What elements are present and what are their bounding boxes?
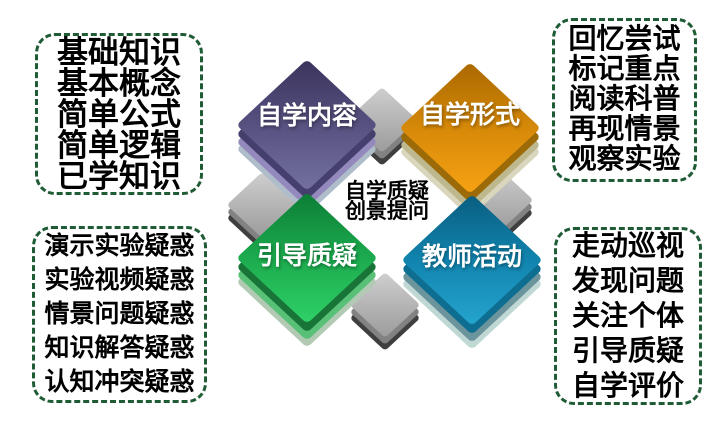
center-caption-line2: 创景提问 <box>345 200 429 223</box>
panel-line: 实验视频疑惑 <box>44 266 195 294</box>
panel-line: 认知冲突疑惑 <box>44 368 195 396</box>
panel-top-left: 基础知识 基本概念 简单公式 简单逻辑 已学知识 <box>35 33 203 195</box>
panel-line: 发现问题 <box>571 265 684 297</box>
panel-line: 基本概念 <box>57 65 181 101</box>
panel-line: 已学知识 <box>57 158 181 194</box>
panel-line: 再现情景 <box>568 114 681 145</box>
panel-line: 关注个体 <box>571 300 684 332</box>
block-label: 自学内容 <box>256 102 357 130</box>
block-label: 教师活动 <box>421 243 522 271</box>
panel-line: 标记重点 <box>568 54 681 85</box>
panel-line: 知识解答疑惑 <box>44 334 195 362</box>
panel-bottom-left: 演示实验疑惑 实验视频疑惑 情景问题疑惑 知识解答疑惑 认知冲突疑惑 <box>32 226 207 403</box>
block-label: 自学形式 <box>419 101 520 129</box>
block-self-study-content: 自学内容 <box>227 45 387 245</box>
block-teacher-activity: 教师活动 <box>392 180 552 380</box>
center-caption-line1: 自学质疑 <box>345 180 429 203</box>
block-label: 引导质疑 <box>256 242 357 270</box>
panel-line: 自学评价 <box>571 370 684 402</box>
panel-bottom-right: 走动巡视 发现问题 关注个体 引导质疑 自学评价 <box>554 227 702 405</box>
panel-line: 简单逻辑 <box>57 127 181 163</box>
block-guided-questioning: 引导质疑 <box>227 178 387 378</box>
panel-line: 引导质疑 <box>571 335 684 367</box>
panel-line: 演示实验疑惑 <box>44 232 195 260</box>
panel-line: 回忆尝试 <box>568 24 681 55</box>
panel-line: 阅读科普 <box>568 84 681 115</box>
panel-line: 简单公式 <box>57 96 181 132</box>
block-self-study-form: 自学形式 <box>390 48 550 248</box>
panel-line: 情景问题疑惑 <box>44 300 195 328</box>
panel-line: 基础知识 <box>57 34 181 70</box>
panel-line: 走动巡视 <box>571 230 684 262</box>
panel-line: 观察实验 <box>568 144 681 175</box>
panel-top-right: 回忆尝试 标记重点 阅读科普 再现情景 观察实验 <box>552 18 697 182</box>
center-caption: 自学质疑 创景提问 <box>317 180 457 223</box>
